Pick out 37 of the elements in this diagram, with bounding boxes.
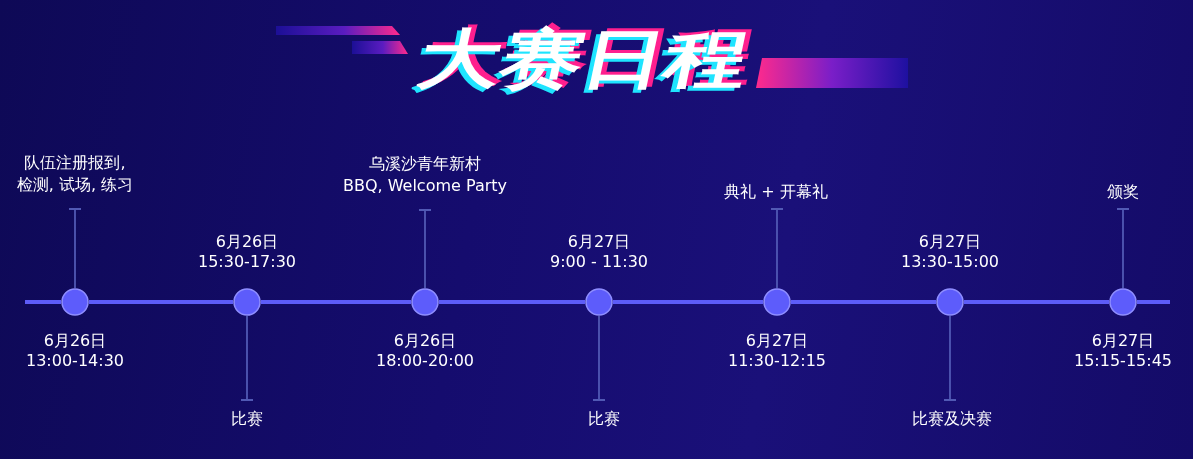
date-label: 6月26日 18:00-20:00 (376, 331, 474, 371)
leader-line (240, 315, 254, 401)
timeline-line (25, 300, 61, 304)
timeline-dot (61, 288, 89, 316)
date-label: 6月27日 11:30-12:15 (728, 331, 826, 371)
leader-line (1116, 208, 1130, 289)
timeline-dot (936, 288, 964, 316)
timeline-line (439, 300, 585, 304)
event-label: 颁奖 (1107, 181, 1139, 203)
leader-line (770, 208, 784, 289)
timeline-line (89, 300, 233, 304)
timeline-line (964, 300, 1109, 304)
leader-line (418, 209, 432, 289)
timeline-line (1137, 300, 1170, 304)
event-label: 比赛 (588, 408, 620, 430)
timeline-line (791, 300, 936, 304)
date-label: 6月26日 15:30-17:30 (198, 232, 296, 272)
timeline-line (613, 300, 763, 304)
leader-line (943, 315, 957, 401)
date-label: 6月27日 9:00 - 11:30 (550, 232, 648, 272)
timeline-dot (1109, 288, 1137, 316)
date-label: 6月27日 13:30-15:00 (901, 232, 999, 272)
date-label: 6月27日 15:15-15:45 (1074, 331, 1172, 371)
leader-line (68, 208, 82, 289)
timeline-line (261, 300, 411, 304)
event-label: 比赛及决赛 (912, 408, 992, 430)
title: 大赛日程 (413, 26, 755, 92)
timeline-dot (763, 288, 791, 316)
leader-line (592, 315, 606, 401)
timeline-dot (233, 288, 261, 316)
event-label: 比赛 (231, 408, 263, 430)
date-label: 6月26日 13:00-14:30 (26, 331, 124, 371)
event-label: 队伍注册报到, 检测, 试场, 练习 (16, 152, 134, 196)
event-label: 乌溪沙青年新村 BBQ, Welcome Party (343, 153, 507, 197)
timeline-dot (585, 288, 613, 316)
timeline-dot (411, 288, 439, 316)
event-label: 典礼 + 开幕礼 (724, 181, 828, 203)
